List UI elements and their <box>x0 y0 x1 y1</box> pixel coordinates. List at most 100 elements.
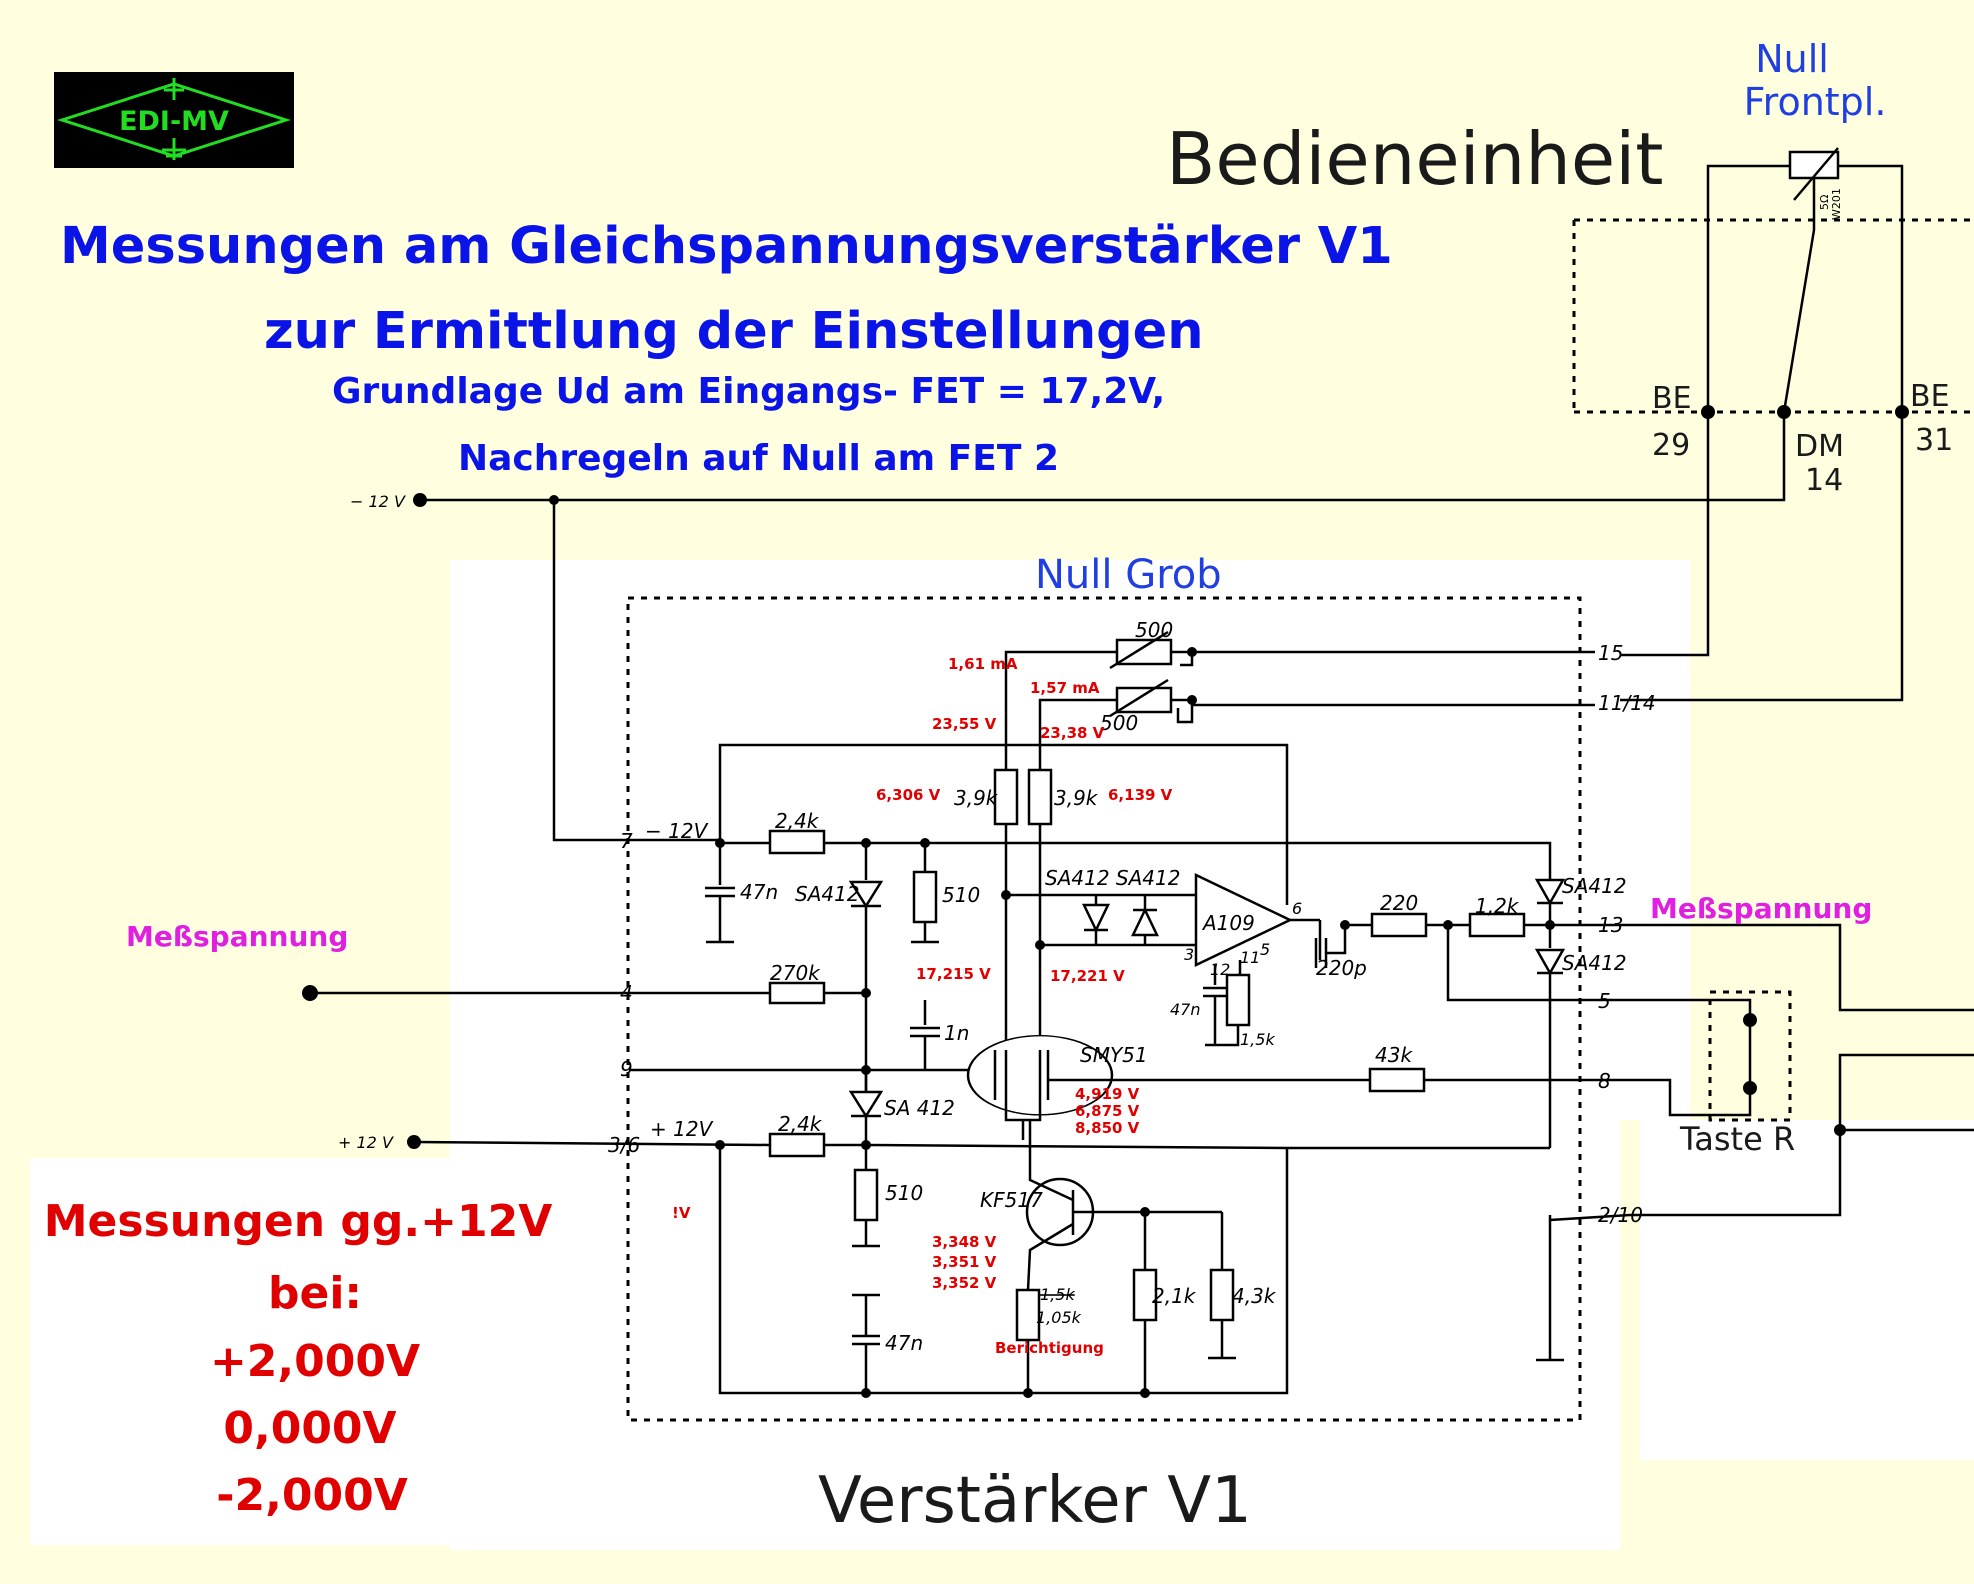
r-2-4k-top-label: 2,4k <box>775 809 820 833</box>
opamp-compensation <box>1203 960 1251 1047</box>
meas-6-139v: 6,139 V <box>1108 786 1173 804</box>
r-2-1k-label: 2,1k <box>1152 1284 1197 1308</box>
supply-loop-wire <box>718 743 1289 905</box>
edi-mv-logo: EDI-MV <box>54 72 294 168</box>
c-220p-label: 220p <box>1316 956 1367 980</box>
c-47n-op-label: 47n <box>1170 1000 1201 1019</box>
edge-v-label: !V <box>672 1204 691 1222</box>
r-270k-label: 270k <box>770 961 821 985</box>
resistor-43k <box>1368 1067 1426 1093</box>
neg12-rail <box>413 493 1552 875</box>
messspannung-left-label: Meßspannung <box>126 920 348 953</box>
r-510-bottom-label: 510 <box>885 1181 923 1205</box>
pin-7-label: 7 <box>620 829 633 853</box>
r-1-2k-label: 1,2k <box>1475 894 1520 918</box>
title-line-1: Messungen am Gleichspannungsverstärker V… <box>60 217 1393 276</box>
connector-be-31-a: BE <box>1910 379 1950 414</box>
r-3-9k-right-label: 3,9k <box>1054 786 1099 810</box>
null-frontpl-label-1: Null <box>1755 37 1829 81</box>
diode-sa412-top <box>848 843 884 1098</box>
resistor-2-4k-bottom <box>768 1132 826 1158</box>
resistor-2-4k-top <box>768 829 826 855</box>
verstaerker-heading: Verstärker V1 <box>818 1464 1252 1538</box>
neg12-inner-label: − 12V <box>645 819 709 843</box>
pin-15-label: 15 <box>1598 641 1623 665</box>
title-line-2: zur Ermittlung der Einstellungen <box>264 302 1204 361</box>
r-1-5k-op-label: 1,5k <box>1240 1030 1275 1049</box>
fet-smy51 <box>966 1034 1600 1140</box>
pin-9-label: 9 <box>620 1057 633 1081</box>
taste-r-label: Taste R <box>1679 1120 1795 1158</box>
c-47n-bottom-label: 47n <box>885 1331 923 1355</box>
meas-17-221v: 17,221 V <box>1050 967 1125 985</box>
output-side-wiring <box>1536 923 1974 1362</box>
r-1-5k-old-label: 1,5k <box>1040 1285 1075 1304</box>
c-47n-top-label: 47n <box>740 880 778 904</box>
opamp-pin-11: 11 <box>1240 948 1260 967</box>
title-line-4: Nachregeln auf Null am FET 2 <box>458 438 1059 479</box>
r-220-label: 220 <box>1380 891 1418 915</box>
pot-500-bottom-label: 500 <box>1100 711 1138 735</box>
resistors-3-9k <box>993 768 1053 1050</box>
d-sa412-r2-label: SA412 <box>1562 951 1627 975</box>
connector-be-29-b: 29 <box>1652 428 1690 463</box>
svg-text:W201: W201 <box>1830 188 1843 220</box>
opamp-pin-3: 3 <box>1184 945 1194 964</box>
c-1n-label: 1n <box>944 1021 969 1045</box>
resistor-270k <box>768 981 826 1005</box>
r-2-4k-bottom-label: 2,4k <box>778 1112 823 1136</box>
r-43k-label: 43k <box>1375 1043 1413 1067</box>
meas-berichtigung: Berichtigung <box>995 1339 1104 1357</box>
conditions-line-5: -2,000V <box>216 1470 408 1521</box>
messspannung-right-label: Meßspannung <box>1650 892 1872 925</box>
bedieneinheit-heading: Bedieneinheit <box>1166 117 1663 201</box>
opamp-a109 <box>1194 873 1293 967</box>
d-sa412-mid-label: SA 412 <box>884 1096 955 1120</box>
meas-3-348v: 3,348 V <box>932 1233 997 1251</box>
r-4-3k-bottom-label: 4,3k <box>1232 1284 1277 1308</box>
connector-dm-14-a: DM <box>1795 429 1844 464</box>
d-sa412-top-label: SA412 <box>795 882 860 906</box>
verstaerker-v1-boundary <box>626 596 1582 1422</box>
diode-pair-label: SA412 SA412 <box>1045 866 1180 890</box>
neg12-outer-label: − 12 V <box>350 492 406 511</box>
null-frontpl-label-2: Frontpl. <box>1744 80 1887 124</box>
measurement-annotations: 1,61 mA 1,57 mA 23,55 V 23,38 V 6,306 V … <box>672 655 1173 1357</box>
pin-4-label: 4 <box>620 981 633 1005</box>
potentiometer-500-bottom <box>1115 686 1173 714</box>
meas-3-352v: 3,352 V <box>932 1274 997 1292</box>
meas-6-306v: 6,306 V <box>876 786 941 804</box>
fet-label: SMY51 <box>1080 1043 1148 1067</box>
output-clamp-diodes <box>1534 875 1566 1148</box>
r-3-9k-left-label: 3,9k <box>954 786 999 810</box>
meas-current-bottom: 1,57 mA <box>1030 679 1100 697</box>
pin-2-10-label: 2/10 <box>1598 1203 1643 1227</box>
d-sa412-r1-label: SA412 <box>1562 874 1627 898</box>
opamp-pin-6: 6 <box>1292 899 1302 918</box>
logo-text: EDI-MV <box>119 106 229 137</box>
title-line-3: Grundlage Ud am Eingangs- FET = 17,2V, <box>332 371 1165 412</box>
input-network <box>302 981 1000 1075</box>
pin-13-label: 13 <box>1598 913 1623 937</box>
meas-23-38v: 23,38 V <box>1040 724 1105 742</box>
pos12-rail <box>407 1132 1550 1395</box>
meas-8-850v: 8,850 V <box>1075 1119 1140 1137</box>
resistor-4-3k-bottom <box>1209 1268 1235 1322</box>
conditions-line-2: bei: <box>268 1268 362 1319</box>
pin-11-14-label: 11/14 <box>1598 691 1656 715</box>
connector-dm-14-b: 14 <box>1805 463 1843 498</box>
pot-500-top-label: 500 <box>1135 618 1173 642</box>
null-grob-pots <box>1004 630 1595 780</box>
transistor-kf517 <box>861 1120 1236 1398</box>
measurement-conditions-box <box>30 1158 568 1545</box>
resistor-510-top <box>911 843 939 944</box>
pin-3-6-label: 3/6 <box>608 1133 640 1157</box>
pin-8-label: 8 <box>1598 1069 1611 1093</box>
capacitor-47n-top <box>705 843 735 944</box>
pos12-outer-label: + 12 V <box>338 1133 394 1152</box>
potentiometer-500-top <box>1115 638 1173 666</box>
null-grob-label: Null Grob <box>1035 552 1222 598</box>
meas-3-351v: 3,351 V <box>932 1253 997 1271</box>
transistor-label: KF517 <box>980 1188 1043 1212</box>
